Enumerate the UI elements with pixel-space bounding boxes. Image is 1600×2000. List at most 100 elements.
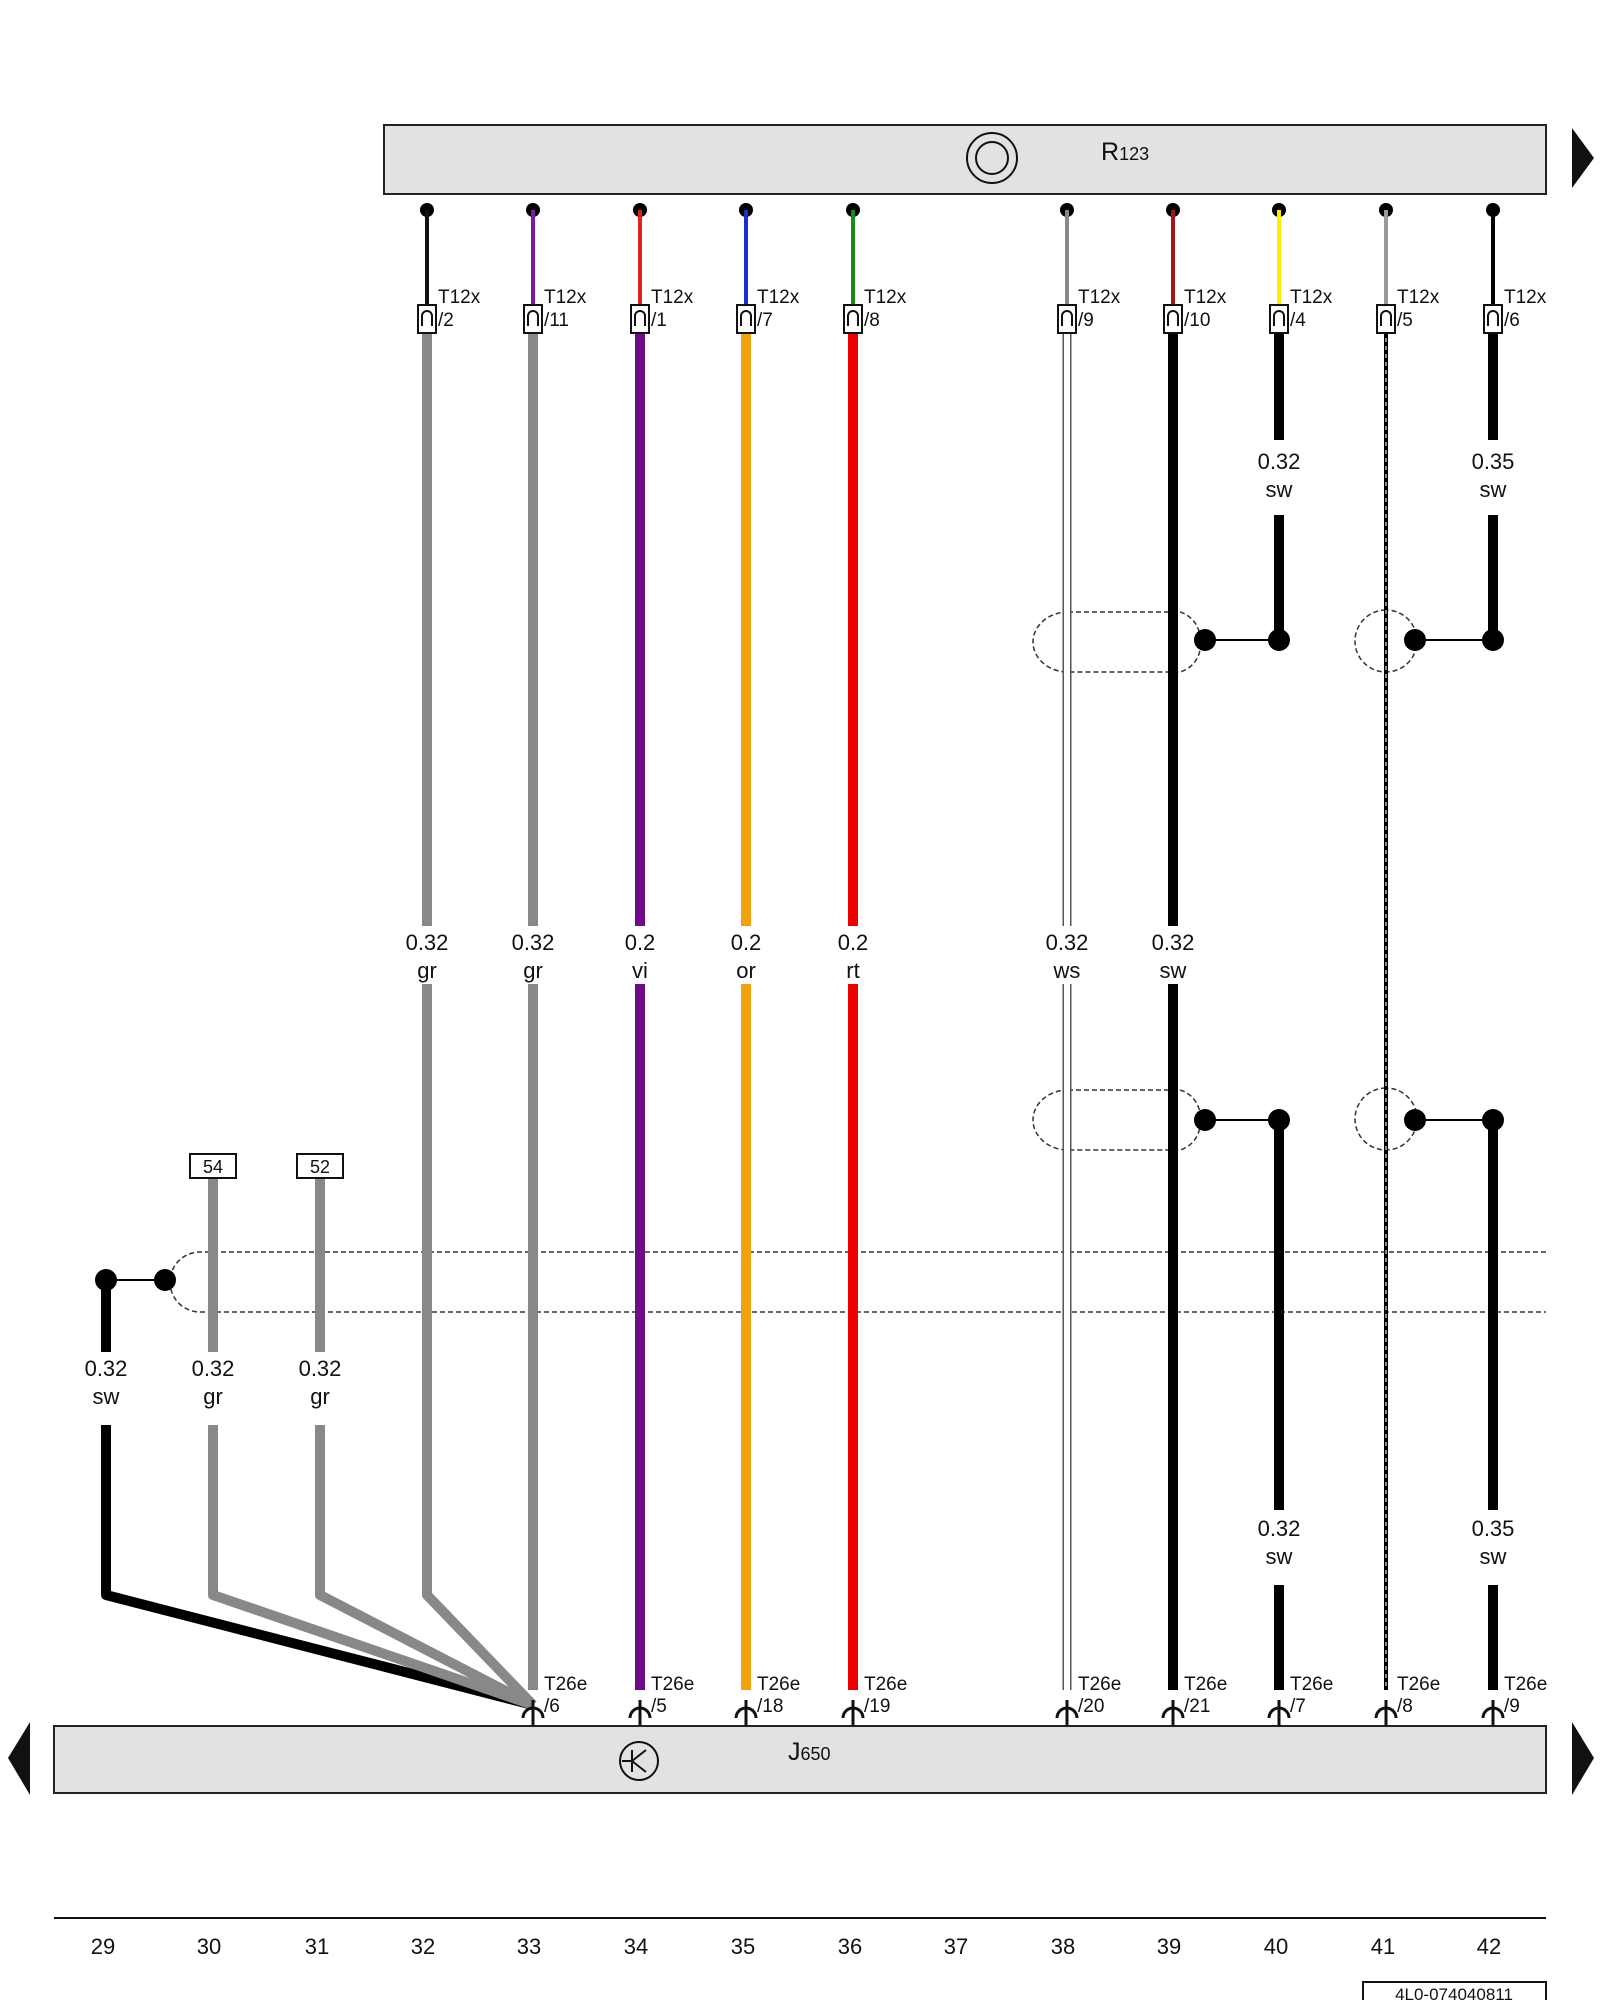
connector-name: T26e [864, 1674, 907, 1695]
wire-label-1-bg [397, 926, 457, 984]
connector-j650-4: T26e/19 [841, 1674, 907, 1726]
connector-r123-4: T12x/7 [736, 287, 800, 334]
connector-name: T12x [1290, 287, 1333, 308]
column-number-37: 37 [944, 1934, 968, 1959]
connector-r123-8: T12x/4 [1269, 287, 1333, 334]
shield-loop-39-upper [1032, 611, 1202, 673]
connector-pin: /5 [1397, 310, 1413, 331]
connector-name: T26e [1290, 1674, 1333, 1695]
connector-name: T26e [651, 1674, 694, 1695]
connector-r123-9: T12x/5 [1376, 287, 1440, 334]
connector-j650-1: T26e/6 [521, 1674, 587, 1726]
connector-pin-icon [634, 310, 646, 326]
wire-label-3-code: vi [632, 958, 648, 983]
wire-label-4-size: 0.2 [731, 930, 762, 955]
splice-41-upper [1404, 629, 1426, 651]
connector-r123-10: T12x/6 [1483, 287, 1547, 334]
column-number-33: 33 [517, 1934, 541, 1959]
connector-name: T26e [757, 1674, 800, 1695]
connector-r123-1: T12x/2 [417, 287, 481, 334]
document-reference: 4L0-074040811 [1362, 1981, 1547, 2000]
wires-layer [95, 203, 1546, 1710]
wire-label-30-bg [183, 1352, 243, 1410]
speaker-icon [966, 132, 1018, 184]
splice-40-upper [1268, 629, 1290, 651]
wire-gr-1 [422, 330, 537, 1709]
wire-label-10-bg [1463, 445, 1523, 503]
column-number-38: 38 [1051, 1934, 1075, 1959]
connector-pin: /4 [1290, 310, 1306, 331]
continue-left-arrow[interactable] [8, 1722, 30, 1795]
component-r123[interactable]: R123 [383, 124, 1594, 195]
connector-pin: /10 [1184, 310, 1210, 331]
connector-name: T12x [864, 287, 907, 308]
connector-pin: /8 [864, 310, 880, 331]
continue-right-arrow-bottom[interactable] [1572, 1722, 1594, 1795]
column-number-32: 32 [411, 1934, 435, 1959]
wire-label-42-size: 0.35 [1472, 1516, 1515, 1541]
column-number-31: 31 [305, 1934, 329, 1959]
wire-label-7-size: 0.32 [1152, 930, 1195, 955]
wire-label-3-bg [610, 926, 670, 984]
column-number-35: 35 [731, 1934, 755, 1959]
splice-left-b [154, 1269, 176, 1291]
column-number-42: 42 [1477, 1934, 1501, 1959]
wire-label-42-code: sw [1480, 1544, 1507, 1569]
wire-label-29-size: 0.32 [85, 1356, 128, 1381]
wire-label-40-size: 0.32 [1258, 1516, 1301, 1541]
connector-pin: /18 [757, 1696, 783, 1717]
splice-42-upper [1482, 629, 1504, 651]
splice-41-lower [1404, 1109, 1426, 1131]
wire-label-8-code: sw [1266, 477, 1293, 502]
connector-box [1483, 304, 1503, 334]
connector-pin-icon [1167, 310, 1179, 326]
wire-label-40-code: sw [1266, 1544, 1293, 1569]
column-number-39: 39 [1157, 1934, 1181, 1959]
connector-box [417, 304, 437, 334]
speaker-icon-inner [975, 141, 1009, 175]
connector-box [1269, 304, 1289, 334]
connector-r123-2: T12x/11 [523, 287, 587, 334]
wire-gr-30-b [208, 1425, 535, 1710]
connector-name: T12x [544, 287, 587, 308]
connector-pin-icon [527, 310, 539, 326]
wire-label-5-bg [823, 926, 883, 984]
connector-pin: /6 [544, 1696, 560, 1717]
connector-pin: /1 [651, 310, 667, 331]
wire-label-40-bg [1249, 1512, 1309, 1570]
wire-label-42-bg [1463, 1512, 1523, 1570]
connector-j650-2: T26e/5 [628, 1674, 694, 1726]
wire-label-7-code: sw [1160, 958, 1187, 983]
wire-label-2-bg [503, 926, 563, 984]
connector-j650-3: T26e/18 [734, 1674, 800, 1726]
connector-name: T26e [1184, 1674, 1227, 1695]
wire-label-4-bg [716, 926, 776, 984]
connector-j650-7: T26e/7 [1267, 1674, 1333, 1726]
connector-box [736, 304, 756, 334]
connector-box [1057, 304, 1077, 334]
connector-pin: /11 [544, 310, 569, 331]
wire-label-6-size: 0.32 [1046, 930, 1089, 955]
connector-name: T12x [651, 287, 694, 308]
component-j650[interactable]: J650 [8, 1722, 1594, 1795]
component-r123-body [383, 124, 1547, 195]
labels-layer: T12x/2T12x/11T12x/1T12x/7T12x/8T12x/9T12… [76, 287, 1547, 1726]
connector-r123-3: T12x/1 [630, 287, 694, 334]
wire-label-2-code: gr [523, 958, 543, 983]
connector-name: T12x [1504, 287, 1547, 308]
connector-j650-6: T26e/21 [1161, 1674, 1227, 1726]
connector-pin: /7 [1290, 1696, 1306, 1717]
wire-label-8-bg [1249, 445, 1309, 503]
connector-box [630, 304, 650, 334]
component-r123-label: R123 [1101, 138, 1149, 166]
reference-box-1 [189, 1153, 237, 1179]
continue-right-arrow-top[interactable] [1572, 128, 1594, 188]
connector-pin-icon [1061, 310, 1073, 326]
connector-box [1163, 304, 1183, 334]
connector-pin-icon [740, 310, 752, 326]
connector-name: T12x [757, 287, 800, 308]
document-id: 4L0-074040811 [1395, 1985, 1513, 2000]
connector-pin: /5 [651, 1696, 667, 1717]
connector-pin: /9 [1078, 310, 1094, 331]
wire-label-5-size: 0.2 [838, 930, 869, 955]
